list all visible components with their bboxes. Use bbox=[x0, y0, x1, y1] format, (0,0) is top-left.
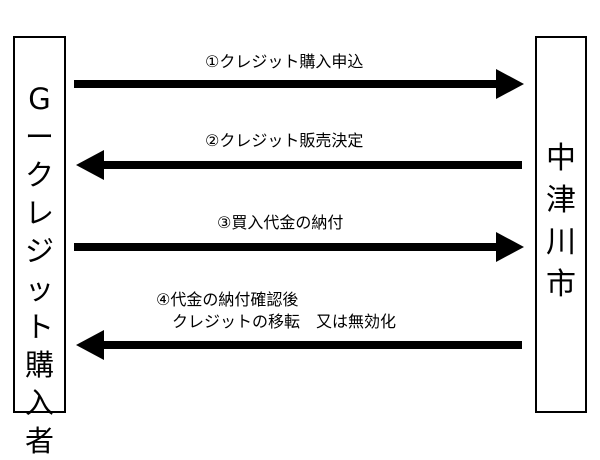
purchaser-label-char: G bbox=[28, 82, 51, 116]
step-3-label: ③買入代金の納付 bbox=[217, 213, 344, 232]
city-label-char: 津 bbox=[546, 183, 576, 218]
purchaser-label-char: ジ bbox=[24, 234, 54, 268]
purchaser-label-char: ッ bbox=[24, 272, 54, 306]
purchaser-label-char: 入 bbox=[24, 386, 54, 420]
step-4-label-line1: ④代金の納付確認後 bbox=[156, 290, 299, 309]
purchaser-label-char: レ bbox=[24, 196, 54, 230]
step-2-label: ②クレジット販売決定 bbox=[205, 131, 364, 150]
purchaser-label-char: 購 bbox=[24, 348, 54, 382]
arrows-layer bbox=[74, 69, 524, 360]
city-box: 中津川市 bbox=[535, 36, 587, 413]
city-label-char: 市 bbox=[546, 267, 576, 302]
arrow-step-1 bbox=[74, 69, 524, 99]
step-4-label-line2: クレジットの移転 又は無効化 bbox=[172, 312, 397, 331]
arrow-step-2 bbox=[76, 150, 522, 180]
purchaser-label-char: ク bbox=[24, 158, 54, 192]
city-label-char: 中 bbox=[546, 141, 576, 176]
arrowhead-left-icon bbox=[76, 150, 104, 180]
city-label-char: 川 bbox=[546, 225, 576, 260]
arrowhead-right-icon bbox=[496, 69, 524, 99]
step-1-label: ①クレジット購入申込 bbox=[205, 52, 364, 71]
arrowhead-left-icon bbox=[76, 330, 104, 360]
arrow-step-4 bbox=[76, 330, 522, 360]
arrowhead-right-icon bbox=[496, 232, 524, 262]
purchaser-label-char: ト bbox=[24, 310, 54, 344]
arrow-step-3 bbox=[74, 232, 524, 262]
city-label: 中津川市 bbox=[537, 138, 585, 306]
purchaser-label-char: ー bbox=[24, 120, 54, 154]
